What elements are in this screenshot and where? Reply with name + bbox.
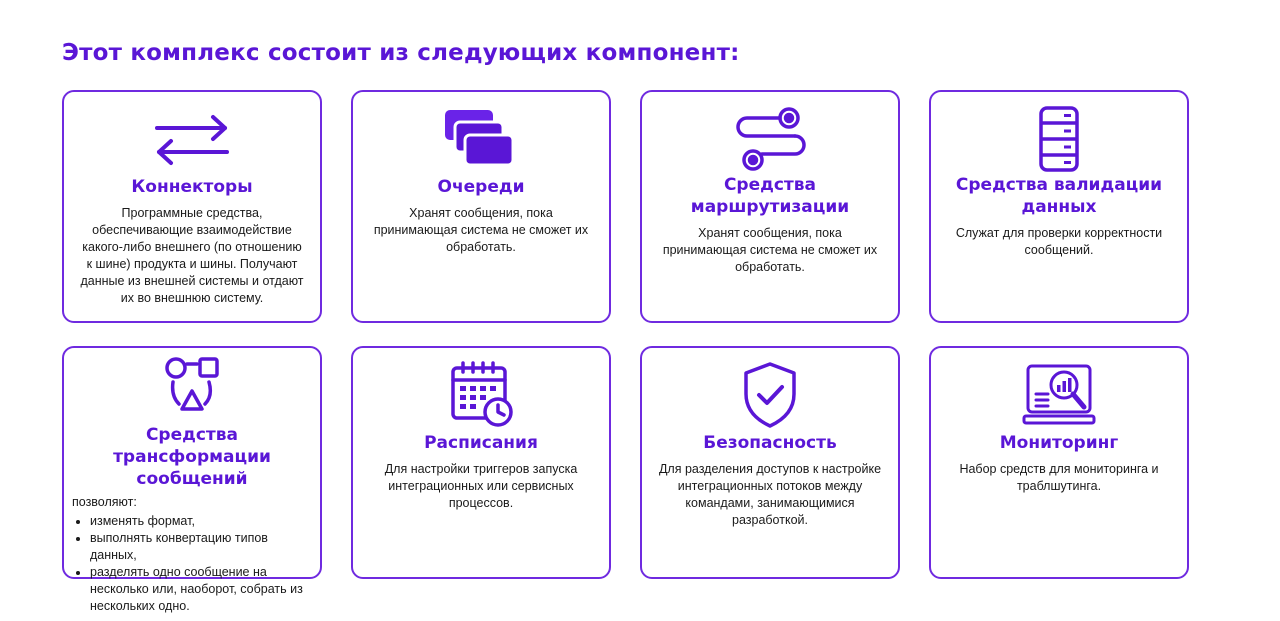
card-title: Безопасность bbox=[703, 433, 837, 453]
card-queues: Очереди Хранят сообщения, пока принимающ… bbox=[351, 90, 611, 323]
card-title: Очереди bbox=[437, 177, 525, 197]
calendar-clock-icon bbox=[436, 360, 526, 430]
card-description: Программные средства, обеспечивающие вза… bbox=[80, 206, 304, 305]
card-description: Для настройки триггеров запуска интеграц… bbox=[384, 462, 578, 510]
card-validation: Средства валидации данных Служат для про… bbox=[929, 90, 1189, 323]
database-icon bbox=[1014, 104, 1104, 174]
card-description: позволяют: изменять формат, выполнять ко… bbox=[64, 494, 320, 615]
route-icon bbox=[725, 104, 815, 174]
page-heading: Этот комплекс состоит из следующих компо… bbox=[62, 40, 740, 66]
shapes-transform-icon bbox=[147, 354, 237, 424]
card-title: Мониторинг bbox=[999, 433, 1119, 453]
list-item: выполнять конвертацию типов данных, bbox=[90, 530, 312, 564]
card-title: Средства маршрутизации bbox=[690, 175, 850, 217]
shield-check-icon bbox=[725, 360, 815, 430]
stacked-queues-icon bbox=[436, 104, 526, 174]
card-description: Служат для проверки корректности сообщен… bbox=[955, 226, 1163, 257]
card-transformation: Средства трансформации сообщений позволя… bbox=[62, 346, 322, 613]
card-security: Безопасность Для разделения доступов к н… bbox=[640, 346, 900, 579]
card-intro: позволяют: bbox=[72, 495, 137, 509]
card-title: Средства валидации данных bbox=[955, 175, 1163, 217]
card-description: Хранят сообщения, пока принимающая систе… bbox=[373, 206, 589, 254]
list-item: изменять формат, bbox=[90, 513, 312, 530]
list-item: разделять одно сообщение на несколько ил… bbox=[90, 564, 312, 615]
card-schedules: Расписания Для настройки триггеров запус… bbox=[351, 346, 611, 579]
monitor-magnifier-icon bbox=[1014, 360, 1104, 430]
card-description: Хранят сообщения, пока принимающая систе… bbox=[662, 226, 878, 274]
card-title: Коннекторы bbox=[131, 177, 253, 197]
card-monitoring: Мониторинг Набор средств для мониторинга… bbox=[929, 346, 1189, 579]
card-title: Средства трансформации сообщений bbox=[113, 425, 271, 489]
card-connectors: Коннекторы Программные средства, обеспеч… bbox=[62, 90, 322, 323]
card-description: Набор средств для мониторинга и траблшут… bbox=[959, 462, 1159, 493]
card-title: Расписания bbox=[424, 433, 538, 453]
feature-list: изменять формат, выполнять конвертацию т… bbox=[72, 513, 312, 615]
exchange-arrows-icon bbox=[147, 104, 237, 174]
card-description: Для разделения доступов к настройке инте… bbox=[658, 462, 882, 527]
card-routing: Средства маршрутизации Хранят сообщения,… bbox=[640, 90, 900, 323]
